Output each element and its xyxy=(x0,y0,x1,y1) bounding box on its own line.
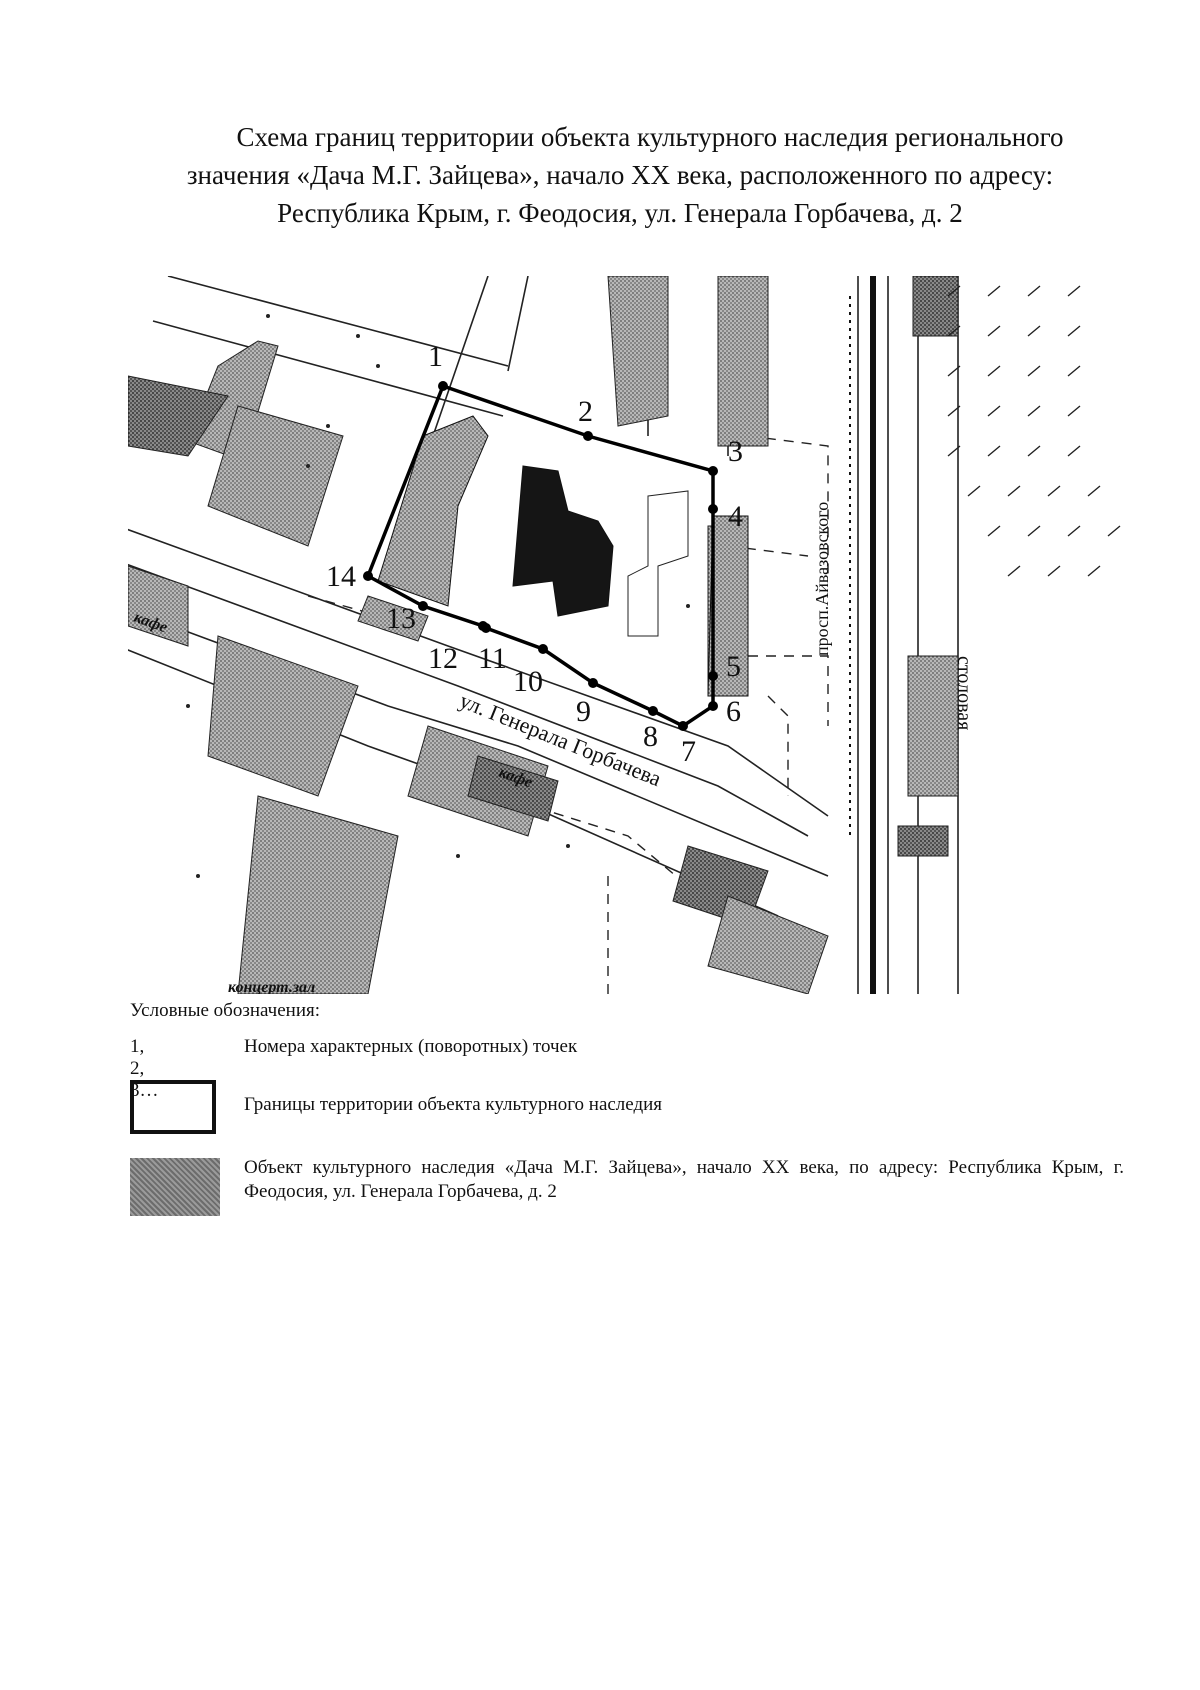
boundary-point-5 xyxy=(708,671,718,681)
boundary-point-4 xyxy=(708,504,718,514)
boundary-point-label-4: 4 xyxy=(728,500,743,533)
legend-title: Условные обозначения: xyxy=(130,1000,321,1021)
heritage-swatch xyxy=(130,1158,220,1216)
greenery-marks xyxy=(947,285,1121,577)
title-line-3: Республика Крым, г. Феодосия, ул. Генера… xyxy=(277,198,963,228)
boundary-points xyxy=(363,381,718,731)
boundary-point-label-11: 11 xyxy=(478,642,507,675)
boundary-point-label-13: 13 xyxy=(386,602,416,635)
boundary-point-label-6: 6 xyxy=(726,695,741,728)
boundary-point-label-14: 14 xyxy=(326,560,356,593)
legend-text-boundary: Границы территории объекта культурного н… xyxy=(244,1094,663,1115)
label-stolovaya: столовая xyxy=(953,656,975,730)
neighbor-buildings xyxy=(128,276,959,994)
boundary-point-6 xyxy=(708,701,718,711)
small-marks xyxy=(186,314,690,878)
boundary-swatch xyxy=(130,1080,216,1134)
boundary-point-label-5: 5 xyxy=(726,650,741,683)
railway xyxy=(849,276,876,994)
boundary-point-label-12: 12 xyxy=(428,642,458,675)
boundary-point-label-1: 1 xyxy=(428,340,443,373)
boundary-point-8 xyxy=(648,706,658,716)
document-title: Схема границ территории объекта культурн… xyxy=(140,118,1100,232)
boundary-point-7 xyxy=(678,721,688,731)
boundary-point-9 xyxy=(588,678,598,688)
label-bottom: концерт.зал xyxy=(228,979,315,994)
boundary-point-2 xyxy=(583,431,593,441)
legend-symbol-points: 1, 2, 3… xyxy=(130,1036,159,1101)
cadastral-map: ул. Генерала Горбачева просп.Айвазовског… xyxy=(128,276,1121,994)
plot-inner xyxy=(627,490,689,637)
street-label-avenue: просп.Айвазовского xyxy=(812,502,832,656)
heritage-building xyxy=(377,415,749,697)
boundary-point-label-10: 10 xyxy=(513,665,543,698)
boundary-point-label-7: 7 xyxy=(681,735,696,768)
boundary-point-14 xyxy=(363,571,373,581)
boundary-point-label-9: 9 xyxy=(576,695,591,728)
title-line-1: Схема границ территории объекта культурн… xyxy=(236,122,1064,152)
boundary-point-label-2: 2 xyxy=(578,395,593,428)
boundary-point-label-8: 8 xyxy=(643,720,658,753)
boundary-point-1 xyxy=(438,381,448,391)
boundary-point-label-3: 3 xyxy=(728,435,743,468)
legend-text-points: Номера характерных (поворотных) точек xyxy=(244,1036,578,1057)
boundary-point-10 xyxy=(538,644,548,654)
boundary-point-12 xyxy=(478,621,488,631)
map-base xyxy=(128,276,1121,994)
title-line-2: значения «Дача М.Г. Зайцева», начало XX … xyxy=(186,160,1054,190)
legend-text-heritage: Объект культурного наследия «Дача М.Г. З… xyxy=(244,1157,1124,1202)
boundary-point-13 xyxy=(418,601,428,611)
boundary-point-3 xyxy=(708,466,718,476)
